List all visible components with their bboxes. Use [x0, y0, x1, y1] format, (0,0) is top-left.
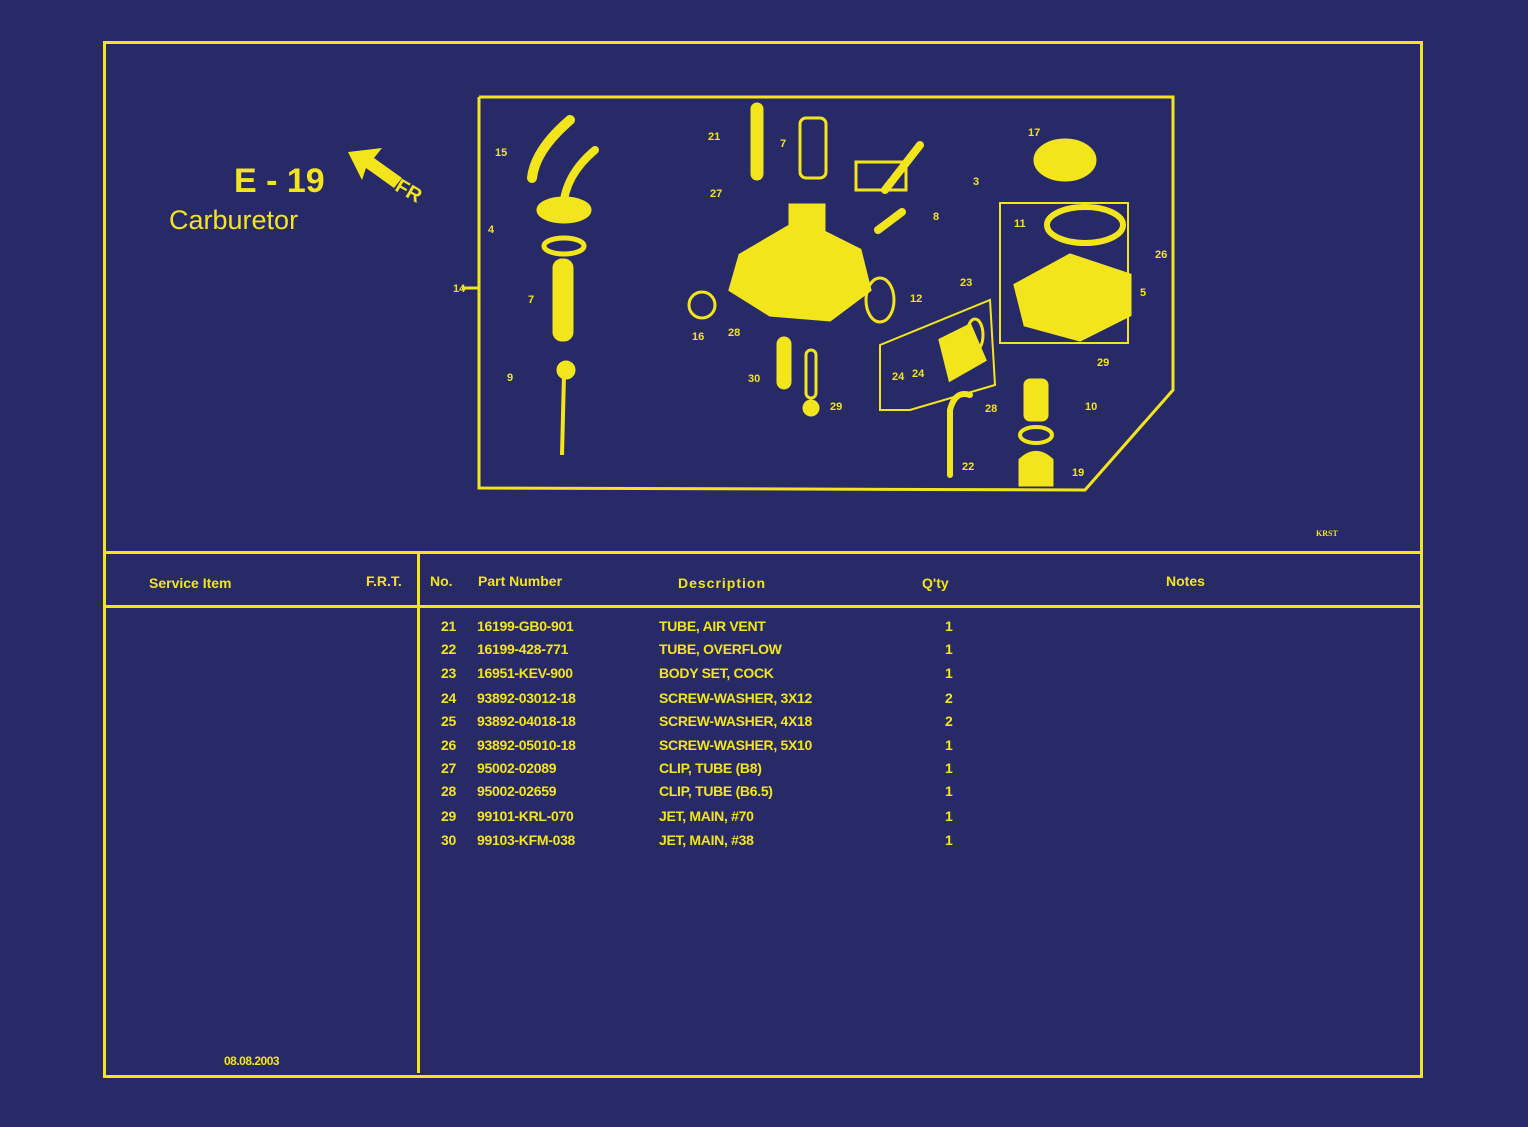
part-number: 93892-05010-18	[477, 737, 576, 753]
part-qty: 1	[945, 808, 953, 824]
part-qty: 1	[945, 783, 953, 799]
part-no: 30	[441, 832, 456, 848]
callout-label: 10	[1085, 401, 1097, 413]
part-description: CLIP, TUBE (B6.5)	[659, 783, 773, 799]
part-number: 95002-02089	[477, 760, 557, 776]
header-qty: Q'ty	[922, 575, 949, 591]
part-number: 16951-KEV-900	[477, 665, 573, 681]
callout-label: 29	[1097, 357, 1109, 369]
callout-label: 15	[495, 147, 507, 159]
header-service-item: Service Item	[149, 575, 232, 591]
callout-label: 7	[780, 138, 786, 150]
diagram-frame	[477, 95, 1175, 492]
callout-label: 23	[960, 277, 972, 289]
part-cap	[536, 196, 592, 224]
callout-label: 28	[728, 327, 740, 339]
callout-label: 11	[1014, 218, 1026, 230]
callout-label: 4	[488, 224, 495, 236]
part-no: 29	[441, 808, 456, 824]
part-description: JET, MAIN, #70	[659, 808, 754, 824]
part-qty: 1	[945, 737, 953, 753]
section-code: E - 19	[234, 162, 325, 200]
callout-label: 17	[1028, 127, 1040, 139]
header-part-number: Part Number	[478, 573, 563, 589]
part-number: 93892-03012-18	[477, 690, 576, 706]
part-no: 28	[441, 783, 456, 799]
callout-label: 29	[830, 401, 842, 413]
sheet-code: KRST	[1316, 529, 1338, 538]
part-no: 21	[441, 618, 456, 634]
part-number: 16199-GB0-901	[477, 618, 574, 634]
revision-date: 08.08.2003	[224, 1054, 280, 1068]
part-tube	[527, 115, 575, 183]
part-spring	[552, 258, 574, 342]
part-no: 22	[441, 641, 456, 657]
callout-label: 12	[910, 293, 922, 305]
callout-label: 28	[985, 403, 997, 415]
arrow-icon	[348, 148, 402, 188]
part-qty: 1	[945, 641, 953, 657]
part-no: 23	[441, 665, 456, 681]
callout-label: 30	[748, 373, 760, 385]
callout-label: 7	[528, 294, 534, 306]
part-number: 95002-02659	[477, 783, 557, 799]
header-description: Description	[678, 575, 767, 591]
header-frt: F.R.T.	[366, 573, 402, 589]
part-qty: 2	[945, 713, 953, 729]
callout-label: 16	[692, 331, 704, 343]
part-qty: 1	[945, 760, 953, 776]
part-description: CLIP, TUBE (B8)	[659, 760, 762, 776]
part-description: JET, MAIN, #38	[659, 832, 754, 848]
divider-service-column	[417, 551, 420, 1073]
part-qty: 1	[945, 665, 953, 681]
header-notes: Notes	[1166, 573, 1205, 589]
part-qty: 1	[945, 618, 953, 634]
exploded-diagram: 15 4 14 7 9 21 7 27 8 16 28 30 29 17 3 11 26 5 23 12 24 24 22 2…	[453, 95, 1175, 492]
callout-label: 9	[507, 372, 513, 384]
callout-label: 26	[1155, 249, 1167, 261]
part-description: SCREW-WASHER, 4X18	[659, 713, 813, 729]
part-description: TUBE, OVERFLOW	[659, 641, 782, 657]
part-description: SCREW-WASHER, 5X10	[659, 737, 813, 753]
part-description: BODY SET, COCK	[659, 665, 774, 681]
part-description: SCREW-WASHER, 3X12	[659, 690, 813, 706]
page-frame	[103, 41, 1423, 1078]
callout-label: 14	[453, 283, 466, 295]
callout-label: 8	[933, 211, 939, 223]
callout-label: 3	[973, 176, 979, 188]
part-qty: 1	[945, 832, 953, 848]
part-number: 99101-KRL-070	[477, 808, 574, 824]
callout-label: 19	[1072, 467, 1084, 479]
part-no: 25	[441, 713, 456, 729]
front-direction-arrow-icon: FR	[348, 148, 426, 208]
divider-diagram-table	[103, 551, 1420, 554]
callout-label: 27	[710, 188, 722, 200]
part-qty: 2	[945, 690, 953, 706]
part-number: 16199-428-771	[477, 641, 569, 657]
header-no: No.	[430, 573, 453, 589]
part-number: 99103-KFM-038	[477, 832, 576, 848]
part-no: 24	[441, 690, 456, 706]
section-title: Carburetor	[169, 205, 299, 235]
callout-label: 24	[892, 371, 905, 383]
callout-label: 5	[1140, 287, 1146, 299]
callout-label: 22	[962, 461, 974, 473]
part-no: 26	[441, 737, 456, 753]
callout-label: 24	[912, 368, 925, 380]
part-number: 93892-04018-18	[477, 713, 576, 729]
callout-label: 21	[708, 131, 720, 143]
divider-header-row	[103, 605, 1420, 608]
part-description: TUBE, AIR VENT	[659, 618, 766, 634]
part-no: 27	[441, 760, 456, 776]
